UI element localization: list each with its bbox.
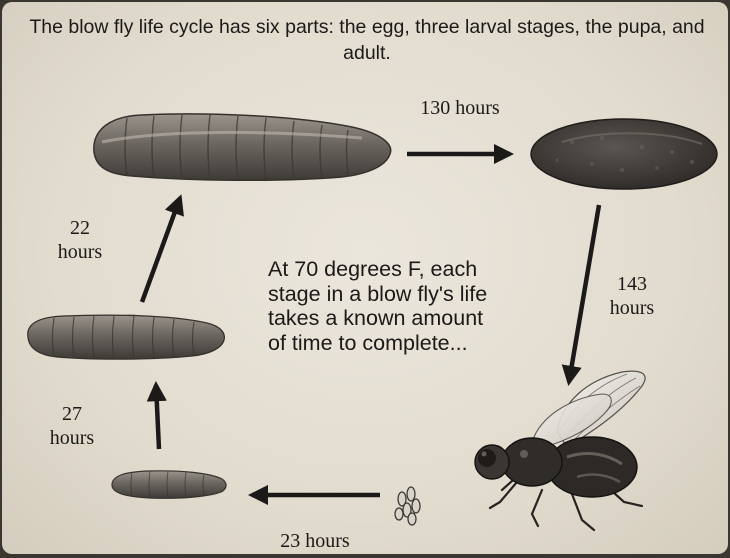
duration-third-larva-to-pupa: 130 hours xyxy=(400,96,520,120)
duration-second-to-third-larva: 22 hours xyxy=(42,216,118,264)
eggs-icon xyxy=(395,487,420,525)
explanatory-note: At 70 degrees F, each stage in a blow fl… xyxy=(268,257,498,355)
duration-pupa-to-adult: 143 hours xyxy=(594,272,670,320)
duration-unit: hours xyxy=(594,296,670,320)
first-instar-larva-icon xyxy=(112,471,226,498)
pupa-icon xyxy=(531,119,717,189)
second-instar-larva-icon xyxy=(28,315,225,359)
duration-value: 143 xyxy=(594,272,670,296)
duration-unit: hours xyxy=(34,426,110,450)
arrow-first-to-second-larva xyxy=(156,385,159,449)
duration-first-to-second-larva: 27 hours xyxy=(34,402,110,450)
duration-value: 22 xyxy=(42,216,118,240)
adult-fly-icon xyxy=(475,371,645,530)
duration-unit: hours xyxy=(42,240,118,264)
third-instar-larva-icon xyxy=(94,114,391,180)
duration-egg-to-first-larva: 23 hours xyxy=(260,529,370,553)
duration-value: 27 xyxy=(34,402,110,426)
arrow-second-to-third-larva xyxy=(142,198,180,302)
